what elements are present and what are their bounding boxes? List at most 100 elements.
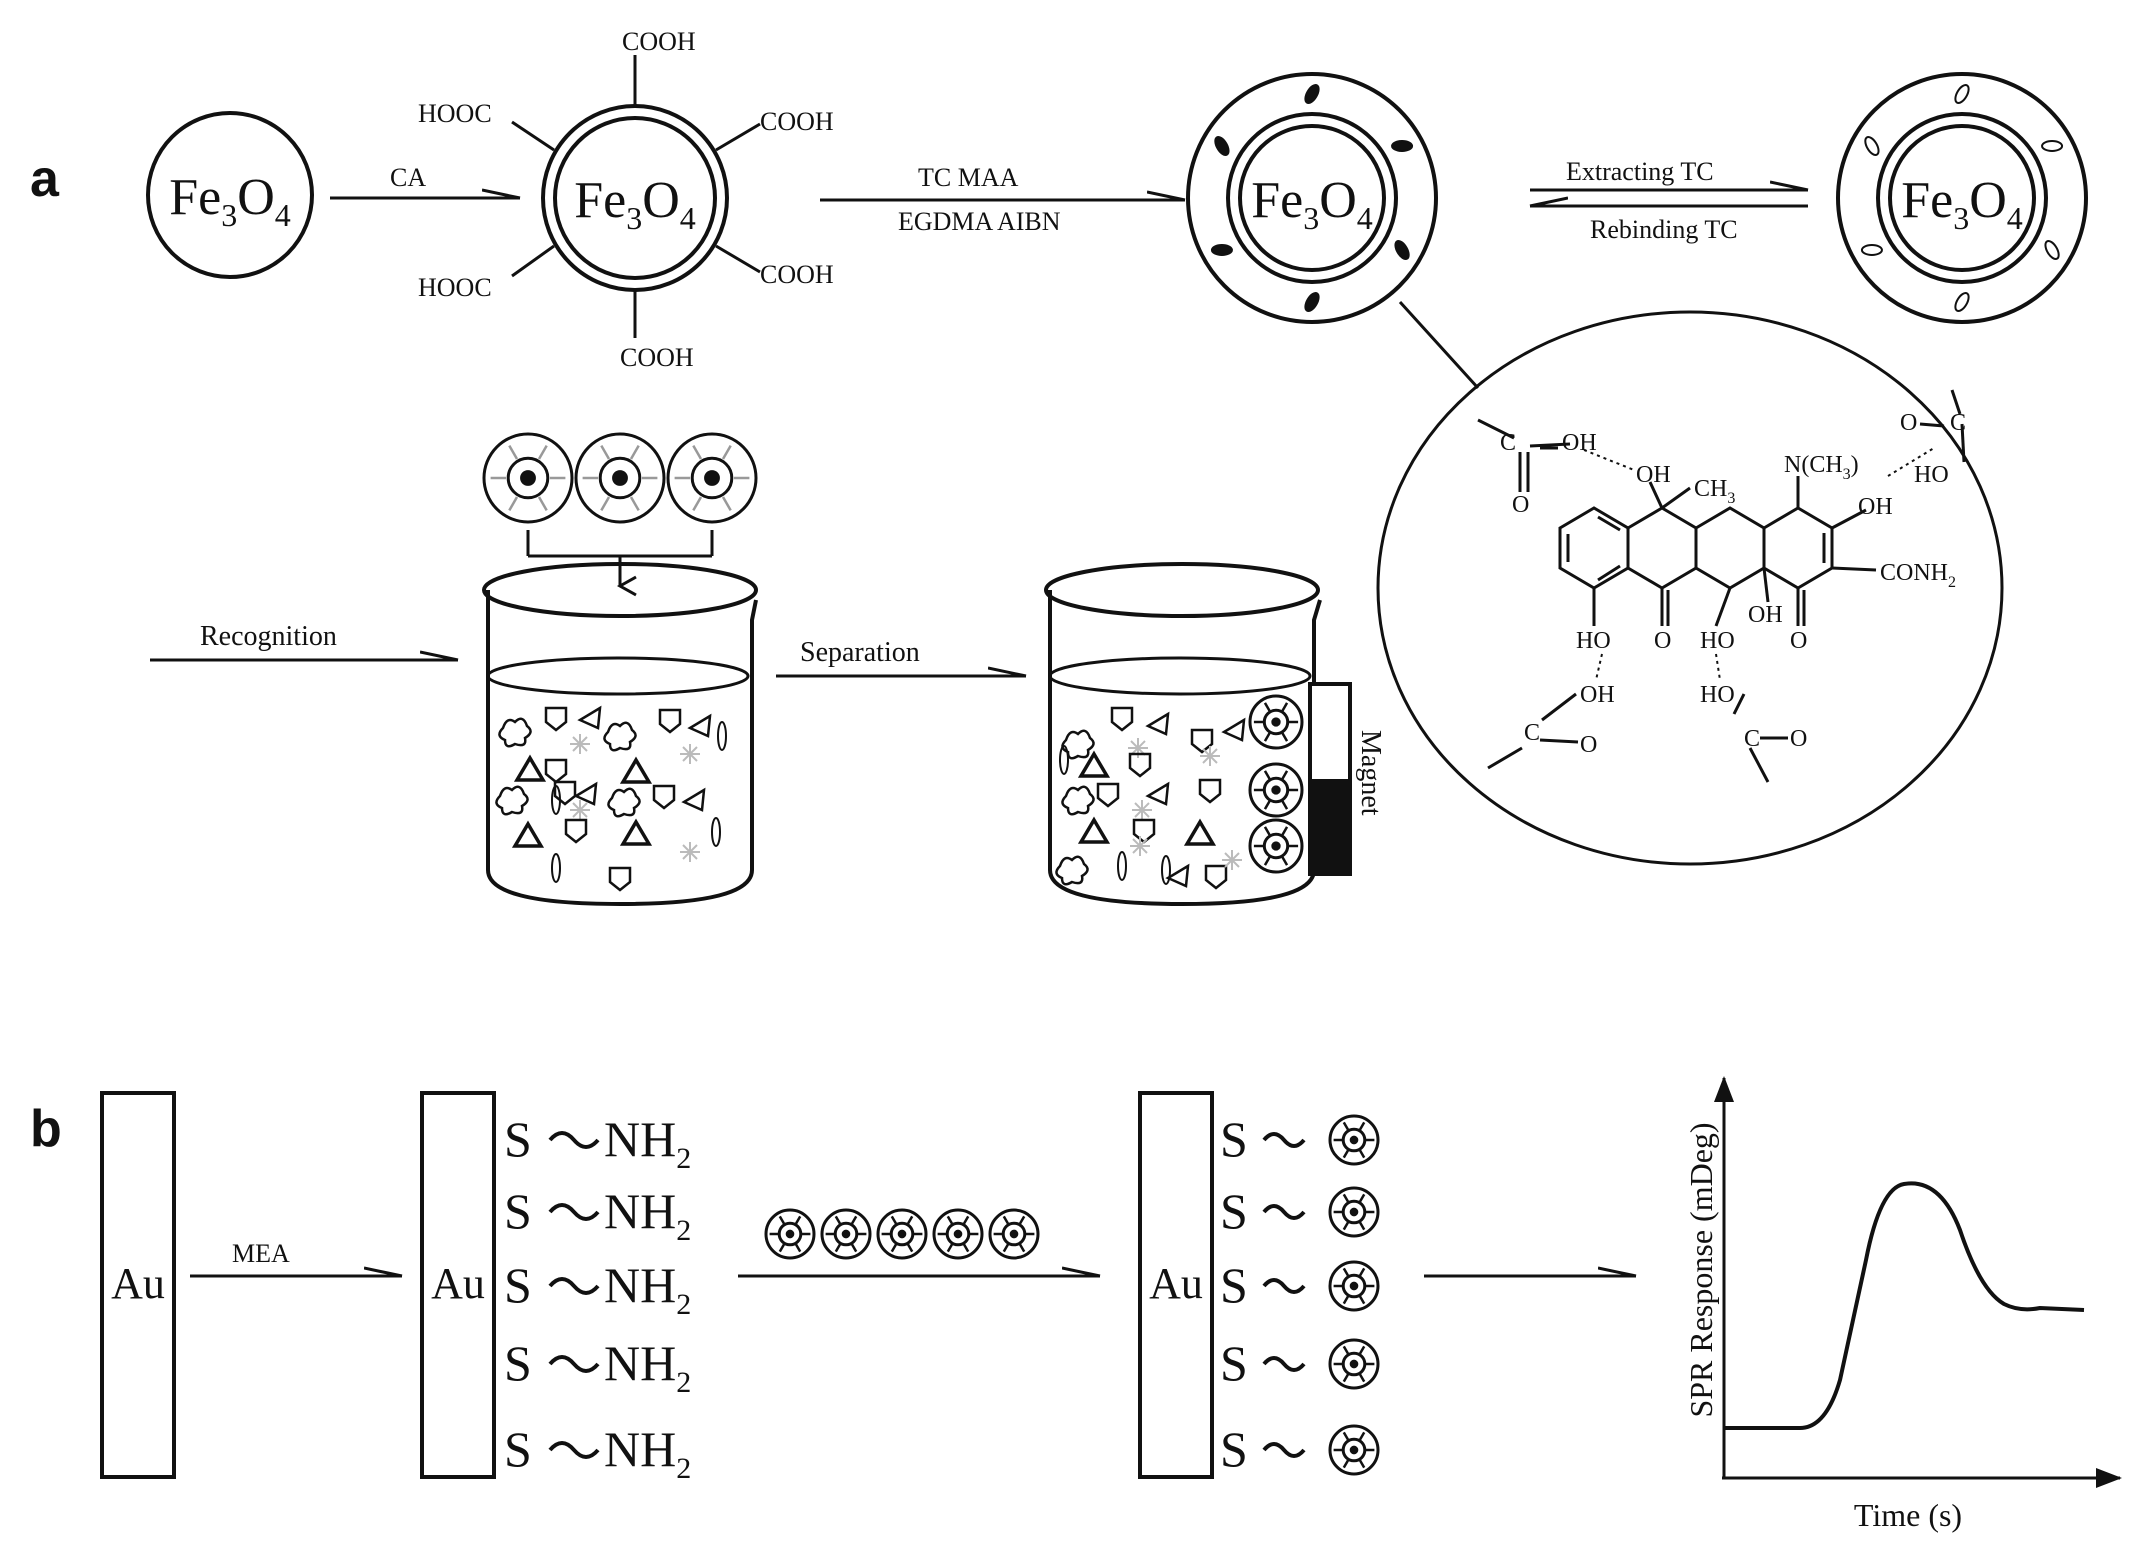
tetracycline-rings [1558,476,1877,627]
amine-label: NH2 [604,1111,691,1175]
bare-particle: Fe3O4 [146,111,314,279]
maa-c-2: C [1950,410,1966,436]
interferent-angle [577,705,602,730]
mip-particle-icon [764,1208,816,1260]
rebind-label: Rebinding TC [1590,215,1738,244]
au-label-2: Au [431,1259,485,1308]
mip-particle-icon [988,1208,1040,1260]
spr-response-curve [1724,1181,2085,1430]
interferent-shape [1198,778,1222,804]
au-electrode-bare: Au [100,1091,176,1479]
interferent-oval [551,785,561,815]
maa-oh-3: OH [1580,682,1615,708]
cooh-upper-right: COOH [760,107,834,136]
separation-arrow: Separation [776,637,1026,678]
maa-o-4: O [1790,726,1807,752]
interferent-shape [553,780,577,806]
analyte-triangle [513,754,547,782]
separation-label: Separation [800,637,920,668]
interferent-angle [687,713,712,738]
interferent-blob [1061,785,1095,816]
interferent-shape [658,708,682,734]
spr-x-label: Time (s) [1854,1497,1962,1533]
o-2: O [1790,628,1807,654]
linker-wave [1262,1278,1306,1294]
template-molecules [1210,83,1414,313]
amine-chain: S NH2 [504,1183,691,1247]
o-1: O [1654,628,1671,654]
beaker-recognition-contents [495,705,727,892]
hooc-upper-left: HOOC [418,99,492,128]
mip-particle-icon [1328,1260,1380,1312]
interferent-shape [544,706,568,732]
interferent-blob [603,721,637,752]
analyte-triangle [1077,750,1111,778]
mip-particle-icon [1328,1338,1380,1390]
recognition-label: Recognition [200,621,337,652]
carboxyl-particle-label: Fe3O4 [574,172,696,236]
linker-wave [548,1277,600,1295]
linker-wave [1262,1442,1306,1458]
sulfur-label: S [504,1183,532,1239]
amine-label: NH2 [604,1421,691,1485]
empty-cavity [1864,135,1880,157]
analyte-triangle [1077,816,1111,844]
nme2-label: N(CH3) [1784,452,1859,483]
binding-detail: OH CH3 N(CH3) OH CONH2 HO O HO OH O [1376,310,2004,866]
extract-label: Extracting TC [1566,157,1714,186]
egdma-aibn-label: EGDMA AIBN [898,207,1061,236]
sulfur-label: S [1220,1421,1248,1477]
au-label-3: Au [1149,1259,1203,1308]
au-label-1: Au [111,1259,165,1308]
extracted-particle-label: Fe3O4 [1901,172,2023,236]
interferent-shape [544,758,568,784]
interferent-shape [608,866,632,892]
mea-label: MEA [232,1239,290,1268]
interferent-oval [1059,745,1069,775]
amine-label: NH2 [604,1183,691,1247]
ca-arrow: CA [330,163,520,200]
sulfur-label: S [504,1421,532,1477]
interferent-star [1222,850,1242,870]
interferent-oval [717,721,727,751]
spr-graph: SPR Response (mDeg) Time (s) [1683,1076,2122,1533]
interferent-star [1128,738,1148,758]
template-molecule [1304,291,1320,313]
interferent-angle [1145,781,1170,806]
interferent-oval [551,853,561,883]
hydrogen-bonds [1583,447,1935,681]
interferent-star [1130,836,1150,856]
mip-chain: S [1220,1183,1380,1239]
linker-wave [548,1355,600,1373]
maa-o-3: O [1580,732,1597,758]
beaker-separation [1044,562,1322,907]
interferent-shape [1204,864,1228,890]
amine-label: NH2 [604,1335,691,1399]
interferent-angle [573,781,598,806]
interferent-shape [652,784,676,810]
maa-c-1: C [1500,430,1516,456]
template-molecule [1391,140,1414,152]
maa-ho-4: HO [1700,682,1735,708]
panel-b-letter: b [30,1100,62,1158]
mip-particles-row-b [764,1208,1040,1260]
interferent-shape [1128,752,1152,778]
maa-oh-1: OH [1562,430,1597,456]
sulfur-label: S [1220,1335,1248,1391]
template-molecule [1304,83,1320,105]
maa-c-4: C [1744,726,1760,752]
cooh-bottom: COOH [620,343,694,372]
mip-chain: S [1220,1257,1380,1313]
magnet: Magnet [1308,682,1386,876]
mip-particle-icon [1248,694,1304,750]
conh2-label: CONH2 [1880,560,1956,591]
empty-cavity [1954,291,1970,313]
template-molecule [1210,244,1233,256]
interferent-angle [681,787,706,812]
